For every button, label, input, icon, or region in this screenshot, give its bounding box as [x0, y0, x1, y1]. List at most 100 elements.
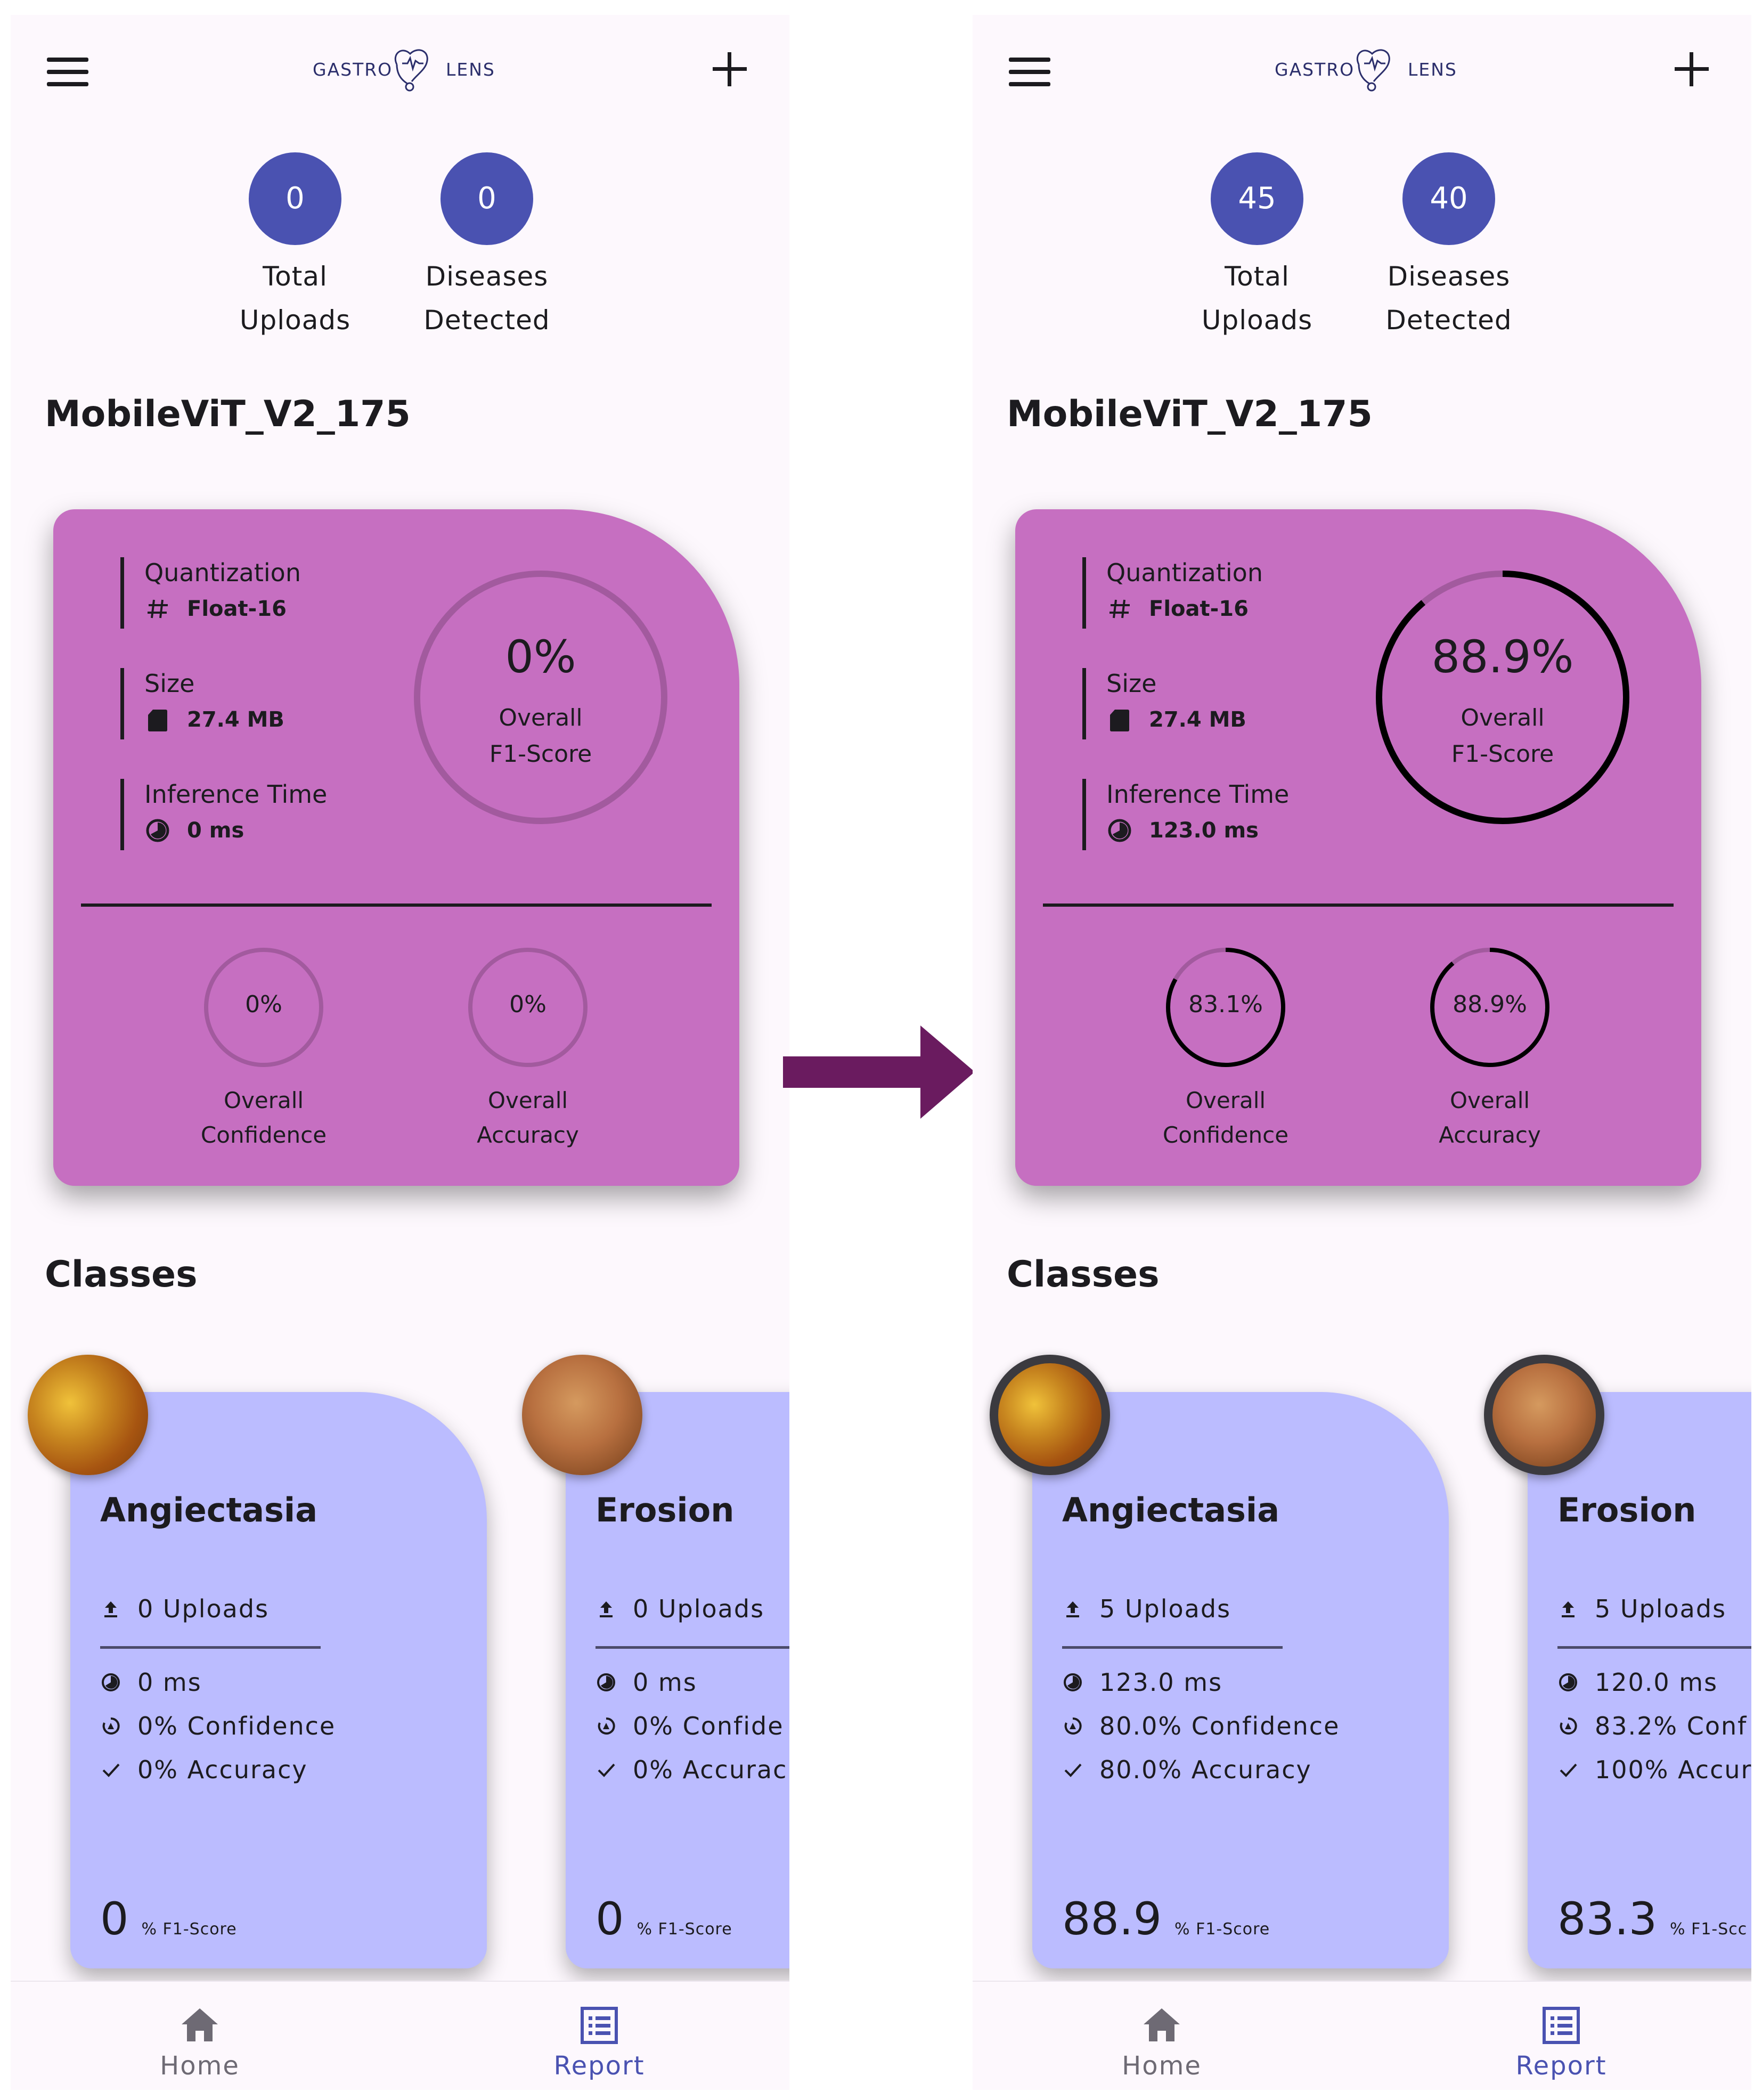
confidence-icon — [102, 1717, 120, 1735]
nav-report[interactable]: Report — [1455, 1982, 1668, 2081]
menu-icon[interactable] — [1009, 58, 1051, 87]
accuracy-label: Overall Accuracy — [1394, 1083, 1586, 1152]
class-name: Erosion — [1557, 1491, 1696, 1529]
accuracy-label-line-2: Accuracy — [477, 1122, 579, 1148]
classes-title: Classes — [45, 1254, 198, 1296]
total-uploads-label-line-1: Total — [263, 261, 328, 292]
class-f1-score: 88.9% F1-Score — [1062, 1893, 1270, 1945]
timer-icon — [102, 1673, 120, 1691]
class-card-divider — [100, 1646, 321, 1649]
inference-time-item: Inference Time 0 ms — [120, 779, 368, 850]
class-uploads: 0 Uploads — [596, 1594, 764, 1623]
hash-icon — [148, 599, 168, 618]
class-f1-unit: % F1-Score — [637, 1920, 732, 1939]
diseases-detected-stat: 0 Diseases Detected — [407, 152, 567, 342]
app-logo: GASTRO LENS — [1263, 30, 1465, 92]
timer-icon — [597, 1673, 615, 1691]
accuracy-value: 88.9% — [1453, 991, 1527, 1018]
hash-icon — [1110, 599, 1130, 618]
diseases-detected-label-line-1: Diseases — [1387, 261, 1511, 292]
confidence-ring — [1166, 948, 1285, 1067]
check-icon — [1064, 1763, 1082, 1777]
accuracy-ring — [468, 948, 588, 1067]
confidence-label-line-1: Overall — [1185, 1087, 1266, 1113]
nav-home-label: Home — [1122, 2051, 1202, 2081]
nav-home[interactable]: Home — [1055, 1982, 1268, 2081]
home-icon — [182, 2008, 218, 2041]
erosion-image — [522, 1355, 642, 1475]
add-icon[interactable] — [1675, 52, 1709, 86]
timer-icon — [146, 819, 169, 842]
upload-icon — [104, 1601, 117, 1617]
class-card-erosion[interactable]: Erosion 0 Uploads 0 ms 0% Confide 0% Acc… — [566, 1392, 789, 1968]
class-card-erosion[interactable]: Erosion 5 Uploads 120.0 ms 83.2% Conf 10… — [1528, 1392, 1751, 1968]
gauge-track — [204, 948, 323, 1067]
class-f1-score: 83.3% F1-Scc — [1557, 1893, 1747, 1945]
class-card-divider — [596, 1646, 789, 1649]
confidence-label: Overall Confidence — [1130, 1083, 1322, 1152]
home-icon — [1144, 2008, 1180, 2041]
accuracy-ring — [1430, 948, 1549, 1067]
class-name: Angiectasia — [1062, 1491, 1280, 1529]
class-f1-unit: % F1-Score — [141, 1920, 237, 1939]
app-screen-before: GASTRO LENS 0 Total Uploads 0 Diseases D… — [11, 15, 789, 2090]
quantization-value: Float-16 — [1149, 597, 1249, 621]
accuracy-label-line-2: Accuracy — [1439, 1122, 1541, 1148]
quantization-label: Quantization — [1106, 558, 1263, 587]
confidence-value: 83.1% — [1188, 991, 1263, 1018]
class-f1-value: 0 — [100, 1893, 129, 1945]
classes-title: Classes — [1007, 1254, 1160, 1296]
check-icon — [1560, 1763, 1577, 1777]
model-name-title: MobileViT_V2_175 — [45, 393, 411, 435]
size-label: Size — [144, 669, 195, 698]
nav-report-label: Report — [1515, 2051, 1607, 2081]
menu-icon[interactable] — [47, 58, 89, 87]
nav-report[interactable]: Report — [493, 1982, 706, 2081]
size-value: 27.4 MB — [1149, 707, 1246, 732]
quantization-item: Quantization Float-16 — [1082, 557, 1330, 629]
class-card-angiectasia[interactable]: Angiectasia 0 Uploads 0 ms 0% Confidence… — [70, 1392, 487, 1968]
model-summary-card[interactable]: Quantization Float-16 Size 27.4 MB Infer… — [53, 509, 739, 1186]
logo-text-right: LENS — [446, 59, 495, 80]
inference-time-label: Inference Time — [1106, 780, 1290, 809]
quantization-item: Quantization Float-16 — [120, 557, 368, 629]
inference-time-value: 0 ms — [187, 818, 244, 843]
confidence-icon — [1560, 1717, 1577, 1735]
upload-icon — [1066, 1601, 1079, 1617]
class-accuracy-text: 100% Accur — [1595, 1755, 1751, 1784]
class-accuracy: 0% Accuracy — [100, 1755, 308, 1784]
total-uploads-label-line-1: Total — [1225, 261, 1290, 292]
f1-score-label: Overall F1-Score — [1372, 700, 1633, 772]
class-time-text: 0 ms — [633, 1668, 697, 1697]
class-accuracy-text: 0% Accurac — [633, 1755, 788, 1784]
total-uploads-label: Total Uploads — [215, 255, 375, 342]
timer-icon — [1108, 819, 1131, 842]
total-uploads-badge: 0 — [249, 152, 341, 245]
timer-icon — [1064, 1673, 1082, 1691]
diseases-detected-label-line-2: Detected — [1385, 305, 1512, 336]
confidence-gauge: 0% — [202, 946, 325, 1069]
confidence-gauge: 83.1% — [1164, 946, 1287, 1069]
stethoscope-icon — [1356, 49, 1390, 92]
class-uploads: 5 Uploads — [1557, 1594, 1726, 1623]
confidence-ring — [204, 948, 323, 1067]
total-uploads-stat: 45 Total Uploads — [1177, 152, 1337, 342]
diseases-detected-badge: 0 — [440, 152, 533, 245]
nav-home[interactable]: Home — [93, 1982, 306, 2081]
class-card-angiectasia[interactable]: Angiectasia 5 Uploads 123.0 ms 80.0% Con… — [1032, 1392, 1449, 1968]
angiectasia-image — [990, 1355, 1110, 1475]
sd-card-icon — [148, 710, 167, 731]
f1-score-gauge: 0% Overall F1-Score — [410, 567, 671, 828]
class-accuracy-text: 0% Accuracy — [137, 1755, 308, 1784]
class-f1-unit: % F1-Score — [1174, 1920, 1270, 1939]
class-confidence: 0% Confide — [596, 1712, 784, 1740]
upload-icon — [600, 1601, 613, 1617]
model-summary-card[interactable]: Quantization Float-16 Size 27.4 MB Infer… — [1015, 509, 1701, 1186]
confidence-label: Overall Confidence — [168, 1083, 360, 1152]
class-accuracy-text: 80.0% Accuracy — [1099, 1755, 1312, 1784]
class-f1-unit: % F1-Scc — [1670, 1920, 1748, 1939]
class-uploads-text: 0 Uploads — [137, 1594, 270, 1623]
card-divider — [81, 904, 712, 907]
add-icon[interactable] — [713, 52, 747, 86]
class-time: 0 ms — [100, 1668, 202, 1697]
